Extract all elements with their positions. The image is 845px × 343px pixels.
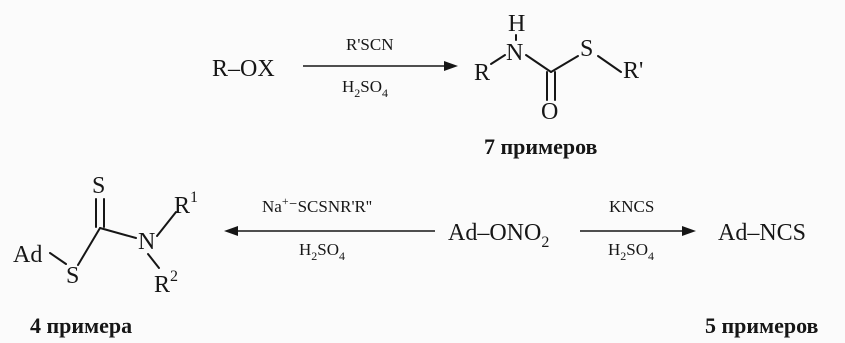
reactant-r-ox: R–OX bbox=[212, 56, 275, 82]
dithiocarbamate-structure: S Ad S N R1 R2 bbox=[13, 173, 198, 298]
bond-s-r bbox=[597, 55, 622, 73]
bond-n-r1 bbox=[156, 211, 177, 237]
atom-r: R bbox=[474, 60, 490, 86]
bond-c-s bbox=[550, 55, 579, 73]
bond-r-n bbox=[490, 54, 506, 65]
atom-r1: R1 bbox=[174, 189, 198, 219]
atom-r-prime: R' bbox=[623, 58, 643, 84]
product-ad-ncs: Ad–NCS bbox=[718, 220, 806, 246]
caption-7-examples: 7 примеров bbox=[484, 134, 598, 159]
bond-s-c bbox=[77, 227, 101, 266]
atom-s-thione: S bbox=[92, 173, 105, 199]
arrow-head-2 bbox=[224, 226, 238, 236]
reaction-1: R–OX R'SCN H2SO4 H N R S R' O 7 примеров bbox=[212, 11, 643, 159]
thiocarbamate-structure: H N R S R' O bbox=[474, 11, 643, 125]
bond-n-c bbox=[525, 54, 552, 73]
caption-4-examples: 4 примера bbox=[30, 313, 132, 338]
atom-h: H bbox=[508, 11, 525, 37]
atom-ad: Ad bbox=[13, 242, 42, 268]
atom-n-2: N bbox=[138, 229, 155, 255]
arrow-head-1 bbox=[444, 61, 458, 71]
atom-o: O bbox=[541, 99, 558, 125]
reaction-3: Ad–ONO2 KNCS H2SO4 Ad–NCS 5 примеров bbox=[448, 197, 819, 338]
atom-s-link: S bbox=[66, 263, 79, 289]
reagent-rscn: R'SCN bbox=[346, 35, 393, 54]
reagent-kncs: KNCS bbox=[609, 197, 654, 216]
arrow-head-3 bbox=[682, 226, 696, 236]
atom-s: S bbox=[580, 36, 593, 62]
bond-ad-s bbox=[49, 252, 67, 265]
bond-c-n bbox=[99, 227, 137, 239]
reagent-h2so4-3: H2SO4 bbox=[608, 240, 654, 263]
caption-5-examples: 5 примеров bbox=[705, 313, 819, 338]
reaction-2: Na+⁻SCSNR'R'' H2SO4 S Ad S N R1 R2 4 при… bbox=[13, 173, 435, 338]
reagent-h2so4-1: H2SO4 bbox=[342, 77, 388, 100]
reactant-ad-ono2: Ad–ONO2 bbox=[448, 220, 549, 251]
atom-r2: R2 bbox=[154, 268, 178, 298]
atom-n: N bbox=[506, 40, 523, 66]
reagent-dithiocarbamate-salt: Na+⁻SCSNR'R'' bbox=[262, 194, 372, 216]
reagent-h2so4-2: H2SO4 bbox=[299, 240, 345, 263]
bond-n-r2 bbox=[147, 253, 160, 269]
